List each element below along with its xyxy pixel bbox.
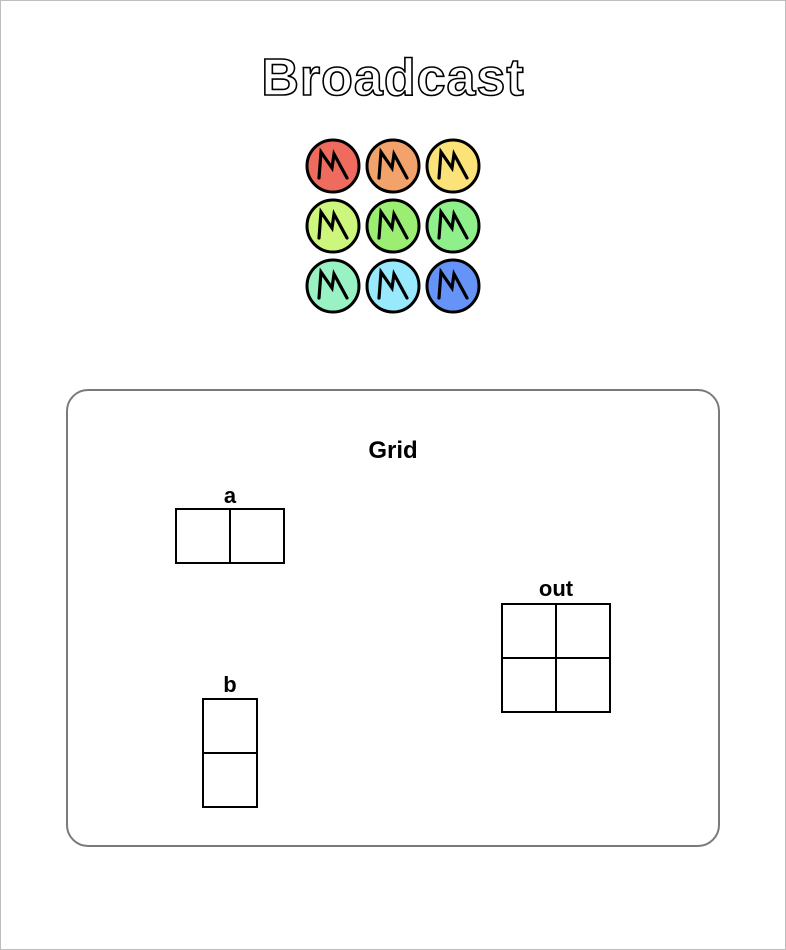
tensor-cell [203, 699, 257, 753]
tensor-a [175, 508, 285, 564]
lightning-bolt-icon [305, 198, 361, 254]
tensor-cell [556, 658, 610, 712]
lightning-bolt-icon [365, 258, 421, 314]
lightning-bolt-icon [425, 138, 481, 194]
tensor-cell [230, 509, 284, 563]
lightning-bolt-icon [365, 198, 421, 254]
page-title: Broadcast [261, 48, 525, 108]
tensor-cell [502, 604, 556, 658]
tensor-cell [203, 753, 257, 807]
tensor-cell [556, 604, 610, 658]
tensor-b-label: b [223, 672, 237, 697]
logo-svg [305, 138, 481, 314]
lightning-bolt-icon [425, 258, 481, 314]
logo-grid [303, 136, 483, 316]
lightning-bolt-icon [425, 198, 481, 254]
grid-panel [66, 389, 720, 847]
tensor-out [501, 603, 611, 713]
tensor-cell [176, 509, 230, 563]
lightning-bolt-icon [305, 258, 361, 314]
tensor-cell [502, 658, 556, 712]
tensor-b [202, 698, 258, 808]
tensor-out-label: out [538, 576, 574, 601]
lightning-bolt-icon [365, 138, 421, 194]
tensor-a-label: a [223, 483, 237, 508]
panel-title: Grid [368, 437, 418, 464]
lightning-bolt-icon [305, 138, 361, 194]
